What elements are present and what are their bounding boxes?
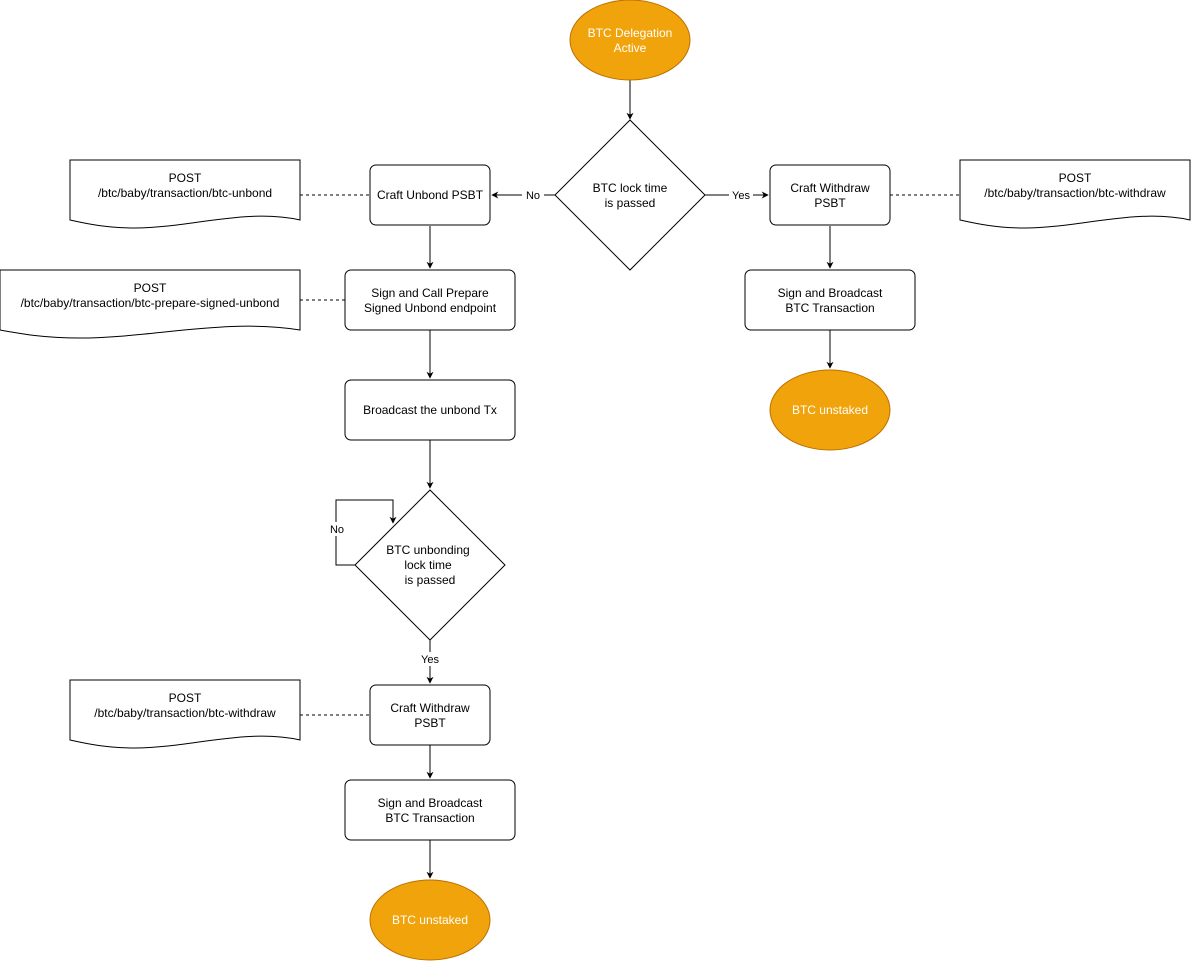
broadcast-unbond-label: Broadcast the unbond Tx	[363, 403, 497, 417]
edge-label-no-top: No	[526, 190, 540, 202]
doc-btc-unbond-label: POST/btc/baby/transaction/btc-unbond	[98, 171, 272, 200]
doc-btc-withdraw-left: POST/btc/baby/transaction/btc-withdraw	[69, 679, 301, 749]
edges	[300, 80, 960, 879]
doc-btc-prepare-signed-unbond: POST/btc/baby/transaction/btc-prepare-si…	[0, 269, 301, 339]
end-terminal-right-label: BTC unstaked	[792, 403, 868, 417]
edge-labels: No Yes No Yes	[326, 188, 753, 666]
edge-label-yes-bottom: Yes	[421, 654, 439, 666]
edge-label-no-loop: No	[330, 524, 344, 536]
edge-label-yes-top: Yes	[732, 190, 750, 202]
craft-unbond-label: Craft Unbond PSBT	[377, 188, 484, 202]
doc-btc-withdraw-right: POST/btc/baby/transaction/btc-withdraw	[959, 159, 1191, 229]
doc-btc-unbond: POST/btc/baby/transaction/btc-unbond	[69, 159, 301, 229]
broadcast-unbond-box: Broadcast the unbond Tx	[344, 379, 516, 441]
edge-decision-unbonding-no-loop	[335, 499, 397, 566]
doc-withdraw-right-label: POST/btc/baby/transaction/btc-withdraw	[984, 171, 1166, 200]
end-terminal-left-label: BTC unstaked	[392, 913, 468, 927]
end-terminal-right: BTC unstaked	[769, 369, 891, 451]
doc-prepare-signed-label: POST/btc/baby/transaction/btc-prepare-si…	[21, 281, 280, 310]
craft-unbond-box: Craft Unbond PSBT	[369, 164, 491, 226]
doc-withdraw-left-label: POST/btc/baby/transaction/btc-withdraw	[94, 691, 276, 720]
end-terminal-left: BTC unstaked	[369, 879, 491, 961]
